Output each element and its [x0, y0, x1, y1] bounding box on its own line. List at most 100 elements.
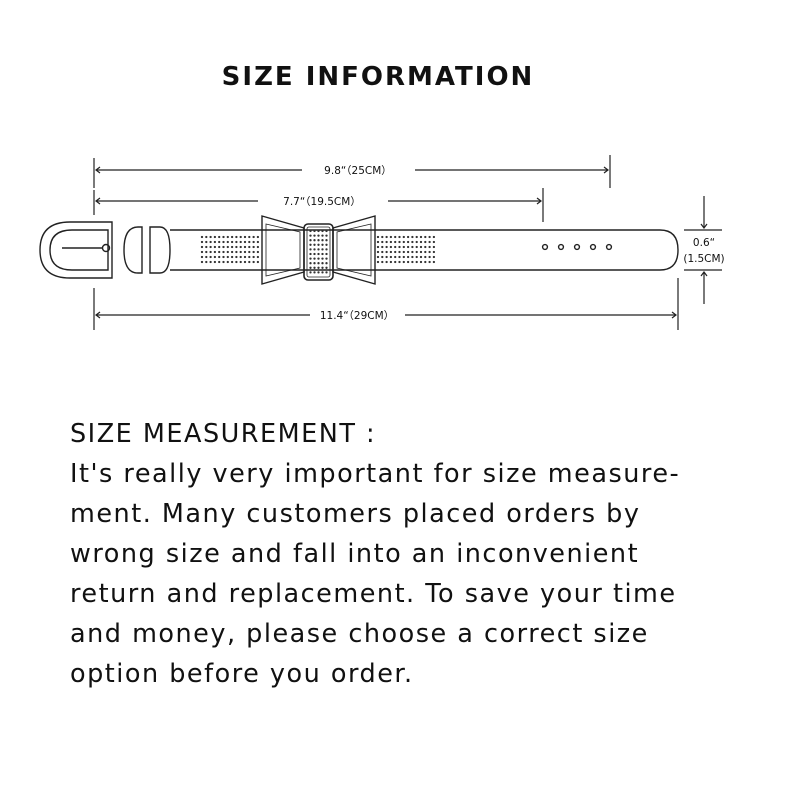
rhinestone [239, 260, 242, 264]
rhinestone [239, 250, 242, 254]
dimension-line-total [93, 278, 679, 330]
keeper-loop-2 [149, 226, 171, 274]
rhinestone [321, 271, 324, 274]
rhinestone [415, 260, 418, 264]
rhinestone [402, 235, 405, 239]
rhinestone [415, 245, 418, 249]
rhinestone [205, 250, 208, 254]
rhinestone [222, 235, 225, 239]
rhinestone [406, 240, 410, 244]
rhinestone [313, 266, 316, 269]
rhinestone [226, 250, 229, 254]
rhinestone [432, 255, 436, 259]
rhinestone [376, 245, 380, 249]
rhinestone [325, 266, 328, 269]
rhinestone [432, 245, 436, 249]
page-title: SIZE INFORMATION [221, 62, 535, 92]
rhinestone [411, 245, 414, 249]
rhinestone [325, 271, 328, 274]
rhinestone [218, 260, 221, 264]
rhinestone [309, 234, 312, 237]
rhinestone [309, 248, 312, 251]
rhinestone [235, 255, 238, 259]
rhinestone-pattern [200, 229, 436, 274]
rhinestone [200, 260, 204, 264]
rhinestone [325, 243, 328, 246]
rhinestone [309, 257, 312, 260]
rhinestone [317, 243, 320, 246]
rhinestone [419, 250, 423, 254]
rhinestone [230, 235, 234, 239]
rhinestone [218, 235, 221, 239]
rhinestone [325, 262, 328, 265]
rhinestone [235, 235, 238, 239]
rhinestone [411, 255, 414, 259]
rhinestone [432, 240, 436, 244]
rhinestone [248, 235, 251, 239]
rhinestone [317, 234, 320, 237]
rhinestone [317, 262, 320, 265]
rhinestone [226, 240, 229, 244]
rhinestone [419, 240, 423, 244]
rhinestone [419, 235, 423, 239]
rhinestone [389, 240, 393, 244]
rhinestone [205, 260, 208, 264]
rhinestone [415, 235, 418, 239]
rhinestone [309, 271, 312, 274]
rhinestone [243, 250, 247, 254]
rhinestone [406, 255, 410, 259]
dimension-line-top [93, 155, 611, 188]
rhinestone [235, 250, 238, 254]
rhinestone [222, 255, 225, 259]
rhinestone [243, 255, 247, 259]
collar-size-diagram: 9.8“（25CM） 7.7“（19.5CM） [39, 155, 725, 330]
rhinestone [419, 260, 423, 264]
rhinestone [230, 250, 234, 254]
rhinestone [424, 235, 427, 239]
rhinestone [200, 250, 204, 254]
rhinestone [213, 240, 217, 244]
rhinestone [218, 255, 221, 259]
rhinestone [230, 260, 234, 264]
rhinestone [313, 271, 316, 274]
rhinestone [213, 255, 217, 259]
rhinestone [424, 255, 427, 259]
rhinestone [411, 250, 414, 254]
dimension-label-total: 11.4“（29CM） [320, 310, 394, 322]
rhinestone [218, 240, 221, 244]
rhinestone [252, 260, 255, 264]
rhinestone [385, 250, 388, 254]
strap-hole [541, 243, 549, 251]
collar-outline [39, 215, 679, 285]
rhinestone [235, 260, 238, 264]
rhinestone [209, 235, 212, 239]
rhinestone [248, 250, 251, 254]
rhinestone [428, 240, 431, 244]
rhinestone [309, 252, 312, 256]
rhinestone [243, 235, 247, 239]
rhinestone [256, 235, 260, 239]
rhinestone [325, 257, 328, 260]
rhinestone [256, 260, 260, 264]
keeper-loop-1 [123, 226, 143, 274]
rhinestone [381, 235, 384, 239]
rhinestone [394, 260, 397, 264]
rhinestone [309, 229, 312, 233]
rhinestone [398, 255, 401, 259]
rhinestone [230, 240, 234, 244]
rhinestone [415, 240, 418, 244]
bow-ornament [261, 215, 305, 285]
rhinestone [213, 235, 217, 239]
rhinestone [415, 255, 418, 259]
rhinestone [394, 255, 397, 259]
rhinestone [313, 252, 316, 256]
rhinestone [325, 234, 328, 237]
rhinestone [376, 235, 380, 239]
rhinestone [394, 250, 397, 254]
rhinestone [252, 245, 255, 249]
rhinestone [313, 262, 316, 265]
rhinestone [325, 239, 328, 242]
rhinestone [321, 257, 324, 260]
rhinestone [235, 240, 238, 244]
dimension-label-mid: 7.7“（19.5CM） [283, 196, 361, 208]
